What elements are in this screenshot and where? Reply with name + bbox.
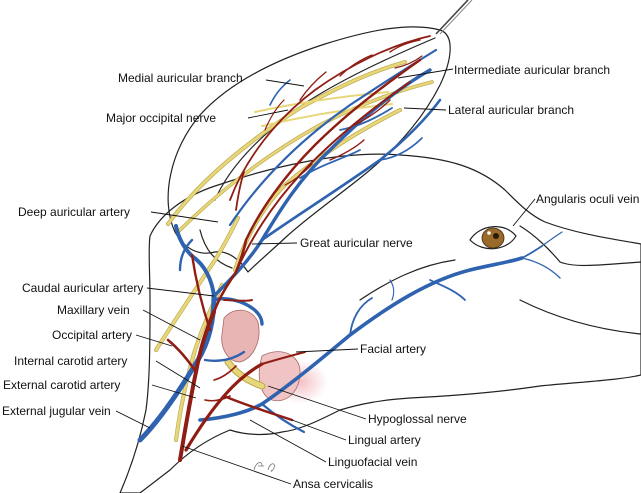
mouth-line — [519, 299, 641, 335]
label-linguofacial-vein: Linguofacial vein — [328, 455, 417, 469]
label-great-auricular-nerve: Great auricular nerve — [300, 236, 413, 250]
ear-inner-fold-2 — [199, 229, 233, 269]
label-occipital-artery: Occipital artery — [52, 328, 132, 342]
label-external-jugular-vein: External jugular vein — [2, 404, 111, 418]
label-external-carotid-artery: External carotid artery — [3, 378, 120, 392]
leader-lines — [115, 68, 536, 485]
labels: Medial auricular branch Intermediate aur… — [2, 63, 639, 491]
pin-icon — [435, 0, 473, 35]
label-internal-carotid-artery: Internal carotid artery — [14, 354, 127, 368]
parotid-gland — [221, 309, 260, 363]
artist-signature — [253, 462, 275, 472]
arteries — [166, 35, 431, 462]
label-ansa-cervicalis: Ansa cervicalis — [293, 477, 373, 491]
label-lingual-artery: Lingual artery — [348, 433, 421, 447]
label-hypoglossal-nerve: Hypoglossal nerve — [368, 412, 467, 426]
label-facial-artery: Facial artery — [360, 342, 426, 356]
snout-outline — [519, 225, 641, 267]
ear-inner-fold — [214, 37, 436, 201]
label-medial-auricular-branch: Medial auricular branch — [118, 71, 243, 85]
label-intermediate-auricular-branch: Intermediate auricular branch — [454, 63, 610, 77]
label-deep-auricular-artery: Deep auricular artery — [18, 205, 130, 219]
label-caudal-auricular-artery: Caudal auricular artery — [22, 281, 143, 295]
label-lateral-auricular-branch: Lateral auricular branch — [448, 103, 574, 117]
eye — [469, 226, 517, 250]
cheek-line — [359, 259, 456, 301]
ear-outline — [167, 26, 451, 273]
veins — [137, 48, 563, 443]
label-angularis-oculi-vein: Angularis oculi vein — [536, 192, 639, 206]
label-major-occipital-nerve: Major occipital nerve — [106, 111, 216, 125]
label-maxillary-vein: Maxillary vein — [57, 303, 130, 317]
